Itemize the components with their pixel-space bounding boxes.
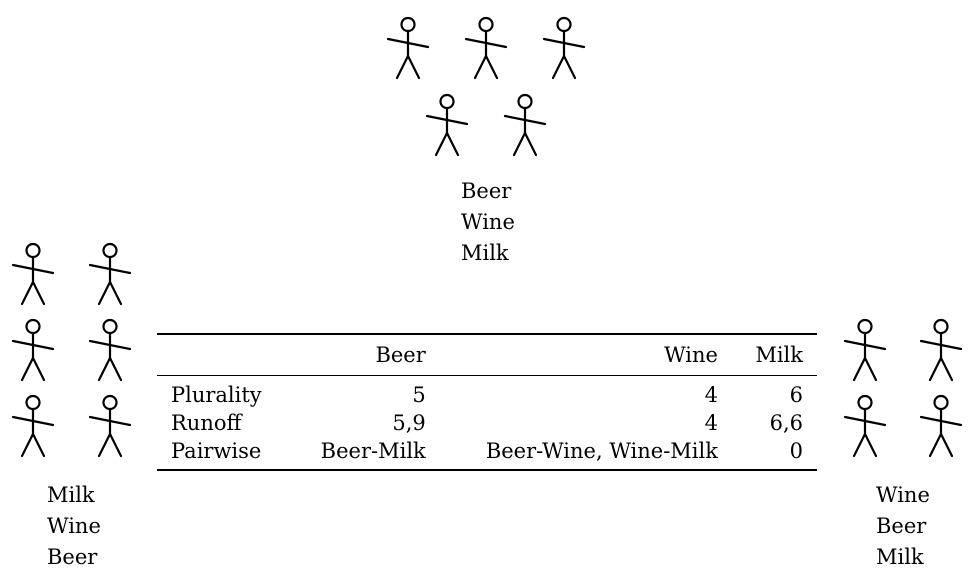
table-row: Pairwise Beer-Milk Beer-Wine, Wine-Milk … xyxy=(157,437,817,469)
voter-icon xyxy=(919,318,963,382)
preference-rank-2: Beer xyxy=(876,514,927,538)
preference-order-left: Milk Wine Beer xyxy=(47,480,101,573)
column-header-beer: Beer xyxy=(375,343,426,367)
voter-icon xyxy=(425,93,469,157)
column-header-method xyxy=(157,335,290,376)
voter-icon xyxy=(843,318,887,382)
preference-rank-1: Wine xyxy=(876,483,930,507)
voter-icon xyxy=(464,16,508,80)
results-table: Beer Wine Milk Plurality 5 4 6 Runoff 5,… xyxy=(157,333,817,471)
table-row: Plurality 5 4 6 xyxy=(157,376,817,410)
cell-milk: 0 xyxy=(789,439,803,463)
voter-icon xyxy=(88,394,132,458)
preference-order-right: Wine Beer Milk xyxy=(876,480,930,573)
cell-wine: 4 xyxy=(704,383,718,407)
cell-milk: 6,6 xyxy=(769,411,803,435)
preference-rank-1: Beer xyxy=(461,179,512,203)
preference-rank-2: Wine xyxy=(461,210,515,234)
preference-order-top: Beer Wine Milk xyxy=(461,176,515,269)
row-label: Runoff xyxy=(171,411,242,435)
voter-icon xyxy=(11,242,55,306)
voter-icon xyxy=(542,16,586,80)
voter-icon xyxy=(11,394,55,458)
cell-milk: 6 xyxy=(789,383,803,407)
voter-icon xyxy=(11,318,55,382)
voter-icon xyxy=(843,394,887,458)
voter-icon xyxy=(88,318,132,382)
preference-rank-3: Beer xyxy=(47,545,98,569)
cell-beer: Beer-Milk xyxy=(320,439,426,463)
preference-rank-3: Milk xyxy=(461,241,509,265)
table-row: Runoff 5,9 4 6,6 xyxy=(157,409,817,437)
cell-wine: Beer-Wine, Wine-Milk xyxy=(485,439,718,463)
voter-icon xyxy=(386,16,430,80)
preference-rank-3: Milk xyxy=(876,545,924,569)
voter-icon xyxy=(88,242,132,306)
voter-icon xyxy=(503,93,547,157)
cell-beer: 5,9 xyxy=(392,411,426,435)
preference-rank-2: Wine xyxy=(47,514,101,538)
preference-rank-1: Milk xyxy=(47,483,95,507)
column-header-milk: Milk xyxy=(755,343,803,367)
table-header-row: Beer Wine Milk xyxy=(157,335,817,376)
cell-beer: 5 xyxy=(412,383,426,407)
cell-wine: 4 xyxy=(704,411,718,435)
voter-icon xyxy=(919,394,963,458)
row-label: Plurality xyxy=(171,383,262,407)
row-label: Pairwise xyxy=(171,439,262,463)
column-header-wine: Wine xyxy=(664,343,718,367)
